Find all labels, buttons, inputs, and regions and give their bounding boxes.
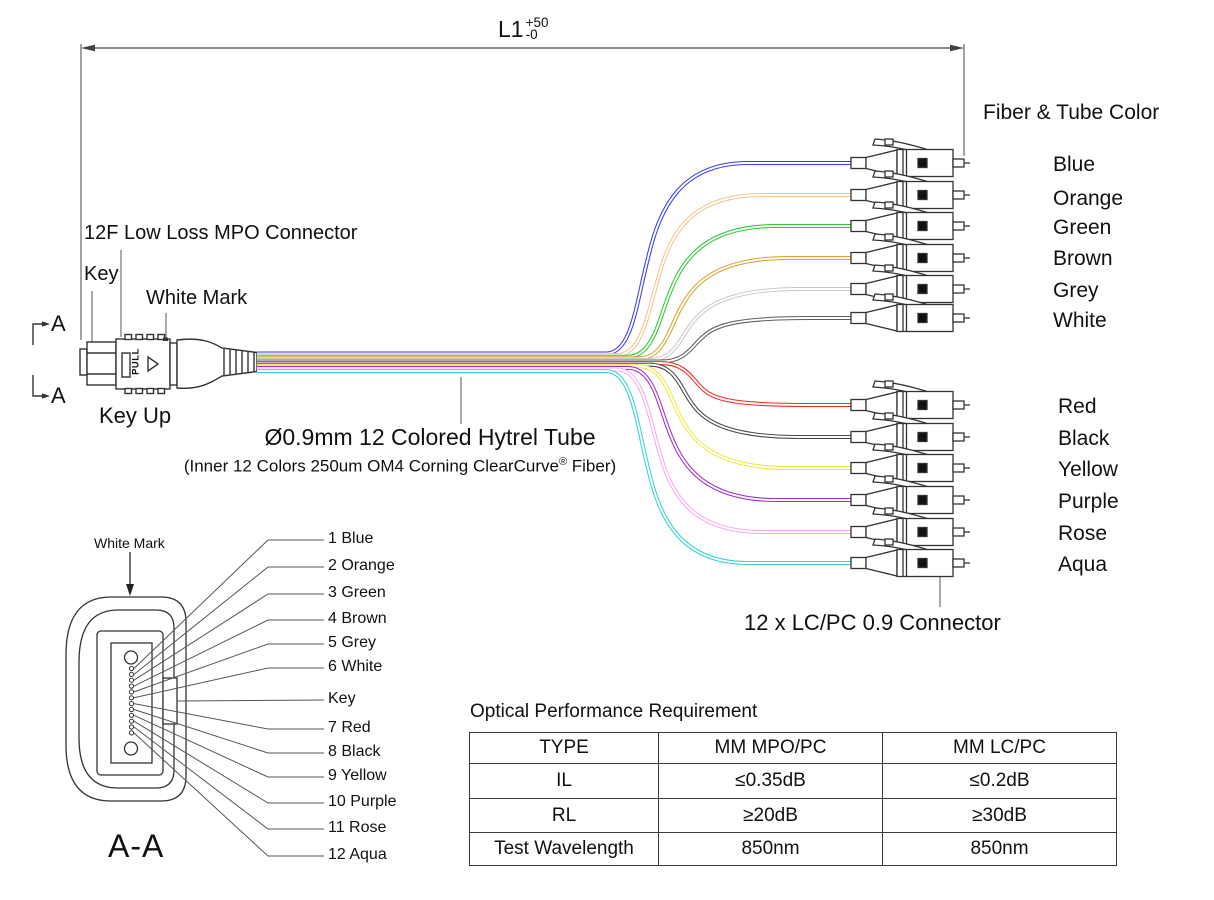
header-mpo: MM MPO/PC	[658, 732, 883, 764]
header-type: TYPE	[469, 732, 659, 764]
hytrel-tube-label: Ø0.9mm 12 Colored Hytrel Tube	[264, 424, 596, 450]
legend-green: Green	[1053, 216, 1112, 239]
fiber-path-brown	[255, 256, 853, 361]
legend-rose: Rose	[1058, 522, 1108, 545]
aa-label-7-red: 7 Red	[328, 719, 371, 736]
inner-fiber-label: (Inner 12 Colors 250um OM4 Corning Clear…	[140, 456, 660, 477]
fiber-holes	[128, 665, 135, 736]
guide-pin-hole-top	[123, 650, 139, 665]
cell-rl-type: RL	[469, 798, 659, 833]
table-row-il: IL ≤0.35dB ≤0.2dB	[469, 763, 1117, 799]
lc-connector-1	[850, 138, 971, 178]
aa-label-4-brown: 4 Brown	[328, 610, 387, 627]
section-leader-lines	[133, 539, 325, 857]
aa-label-9-yellow: 9 Yellow	[328, 767, 387, 784]
registered-mark: ®	[558, 456, 568, 468]
mpo-white-mark-label: White Mark	[146, 287, 248, 309]
legend-aqua: Aqua	[1058, 553, 1108, 576]
table-row-wavelength: Test Wavelength 850nm 850nm	[469, 832, 1117, 866]
key-notch	[162, 677, 178, 725]
legend-grey: Grey	[1053, 279, 1099, 302]
tolerance-upper: +50	[525, 14, 549, 30]
aa-label-key: Key	[328, 690, 356, 707]
cell-wl-type: Test Wavelength	[469, 832, 659, 866]
aa-label-12-aqua: 12 Aqua	[328, 846, 387, 863]
section-marker-a-bottom: A	[51, 383, 66, 408]
section-marker-a-top: A	[51, 311, 66, 336]
table-row-rl: RL ≥20dB ≥30dB	[469, 798, 1117, 833]
table-title: Optical Performance Requirement	[470, 701, 758, 722]
cell-rl-mpo: ≥20dB	[658, 798, 883, 833]
inner-fiber-label-suffix: Fiber)	[567, 456, 617, 476]
legend-brown: Brown	[1053, 247, 1113, 270]
dimension-line	[80, 44, 965, 340]
optical-performance-table: TYPE MM MPO/PC MM LC/PC IL ≤0.35dB ≤0.2d…	[469, 732, 1117, 866]
section-cut-markers	[32, 321, 50, 399]
aa-label-6-white: 6 White	[328, 658, 383, 675]
dimension-name: L1	[498, 16, 524, 42]
lc-connector-label: 12 x LC/PC 0.9 Connector	[744, 610, 1001, 635]
legend-white: White	[1053, 309, 1107, 332]
lc-connectors	[850, 138, 971, 578]
section-view-title: A-A	[108, 828, 165, 864]
legend-purple: Purple	[1058, 490, 1119, 513]
fiber-path-orange	[255, 193, 853, 358]
lc-connector-7	[850, 380, 971, 420]
fiber-path-yellow	[255, 364, 853, 470]
guide-pin-hole-bottom	[123, 741, 139, 756]
white-mark-arrow	[126, 552, 134, 596]
key-up-label: Key Up	[99, 403, 172, 428]
aa-label-1-blue: 1 Blue	[328, 530, 374, 547]
mpo-connector-drawing	[79, 333, 258, 395]
dimension-tolerance: +50 -0	[525, 14, 549, 42]
fiber-path-grey	[255, 287, 853, 362]
cell-il-mpo: ≤0.35dB	[658, 763, 883, 799]
table-header-row: TYPE MM MPO/PC MM LC/PC	[469, 732, 1117, 764]
cell-il-lc: ≤0.2dB	[882, 763, 1117, 799]
leader-lines	[91, 250, 941, 607]
aa-label-8-black: 8 Black	[328, 743, 381, 760]
cell-wl-lc: 850nm	[882, 832, 1117, 866]
cell-rl-lc: ≥30dB	[882, 798, 1117, 833]
section-view-a-a	[65, 539, 325, 857]
header-lc: MM LC/PC	[882, 732, 1117, 764]
fiber-tube-color-heading: Fiber & Tube Color	[983, 101, 1160, 124]
legend-red: Red	[1058, 395, 1097, 418]
section-white-mark-label: White Mark	[94, 535, 165, 551]
cell-wl-mpo: 850nm	[658, 832, 883, 866]
legend-black: Black	[1058, 427, 1110, 450]
pull-tab-label: PULL	[130, 348, 142, 375]
legend-yellow: Yellow	[1058, 458, 1118, 481]
aa-label-3-green: 3 Green	[328, 584, 386, 601]
aa-label-2-orange: 2 Orange	[328, 557, 395, 574]
aa-label-11-rose: 11 Rose	[328, 819, 387, 836]
cell-il-type: IL	[469, 763, 659, 799]
mpo-connector-label: 12F Low Loss MPO Connector	[84, 222, 358, 244]
aa-label-5-grey: 5 Grey	[328, 634, 377, 651]
tolerance-lower: -0	[525, 26, 538, 42]
inner-fiber-label-text: (Inner 12 Colors 250um OM4 Corning Clear…	[183, 456, 559, 476]
white-mark-dot	[163, 337, 168, 341]
mpo-key-label: Key	[84, 263, 119, 285]
dimension-label: L1 +50 -0	[498, 14, 549, 43]
legend-blue: Blue	[1053, 153, 1096, 176]
aa-label-10-purple: 10 Purple	[328, 793, 397, 810]
legend-orange: Orange	[1053, 187, 1124, 210]
